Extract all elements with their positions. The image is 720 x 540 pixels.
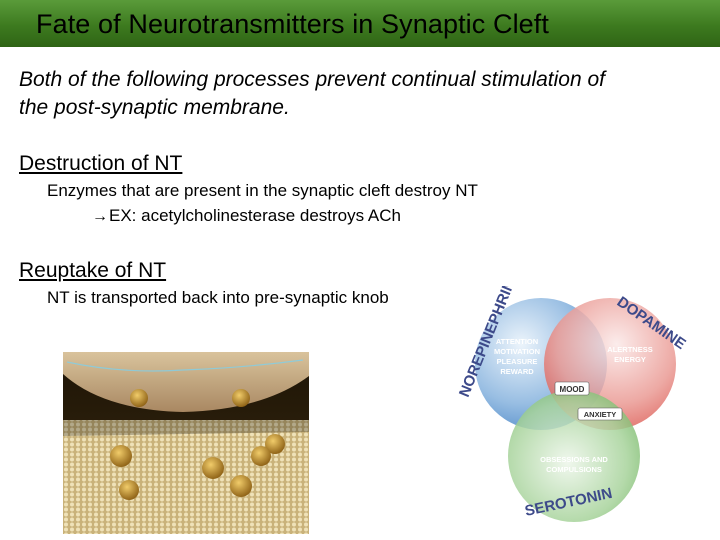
- neurotransmitter-venn-diagram: NOREPINEPHRINE DOPAMINE SEROTONIN ATTENT…: [456, 286, 689, 522]
- anxiety-box: [577, 407, 623, 421]
- arrow-right-icon: →: [92, 208, 108, 225]
- destruction-description: Enzymes that are present in the synaptic…: [47, 181, 478, 200]
- mood-label: MOOD: [560, 385, 585, 394]
- ne-text-2: MOTIVATION: [494, 347, 540, 356]
- ne-text-3: PLEASURE: [497, 357, 538, 366]
- intro-line-2: the post-synaptic membrane.: [19, 96, 290, 119]
- mood-box: [554, 381, 590, 396]
- synaptic-cleft-illustration: [63, 352, 309, 534]
- serotonin-circle: [508, 390, 640, 522]
- destruction-example: →EX: acetylcholinesterase destroys ACh: [92, 206, 401, 226]
- ne-text-1: ATTENTION: [496, 337, 538, 346]
- da-text-1: ALERTNESS: [607, 345, 652, 354]
- da-text-2: ENERGY: [614, 355, 646, 364]
- se-text-2: COMPULSIONS: [546, 465, 602, 474]
- reuptake-description: NT is transported back into pre-synaptic…: [47, 288, 389, 307]
- slide-title: Fate of Neurotransmitters in Synaptic Cl…: [36, 9, 550, 39]
- reuptake-heading: Reuptake of NT: [19, 259, 167, 282]
- anxiety-label: ANXIETY: [584, 410, 617, 419]
- title-bar: Fate of Neurotransmitters in Synaptic Cl…: [0, 0, 720, 47]
- ne-text-4: REWARD: [500, 367, 534, 376]
- example-text: EX: acetylcholinesterase destroys ACh: [109, 206, 401, 225]
- destruction-heading: Destruction of NT: [19, 152, 183, 175]
- intro-text: Both of the following processes prevent …: [19, 66, 709, 122]
- se-text-1: OBSESSIONS AND: [540, 455, 608, 464]
- intro-line-1: Both of the following processes prevent …: [19, 68, 606, 91]
